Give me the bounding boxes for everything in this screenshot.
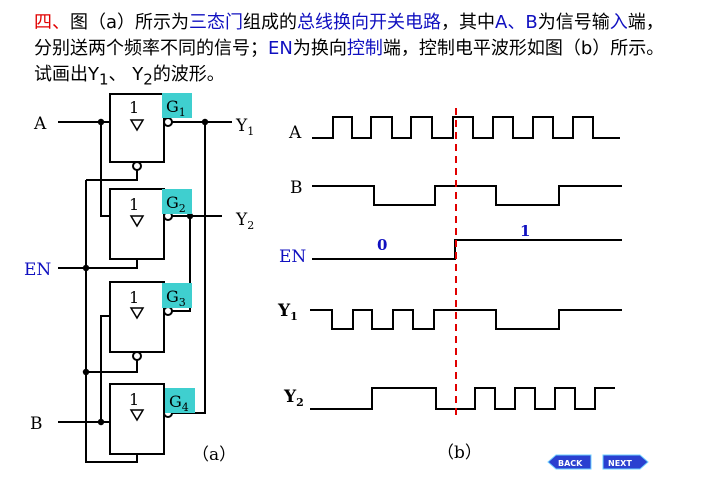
wave-y2-sub: 2 xyxy=(296,396,304,409)
g3-sub: 3 xyxy=(179,296,186,309)
junction-dot xyxy=(82,264,90,272)
y1-sub: 1 xyxy=(247,125,254,138)
output-y1-label: Y1 xyxy=(235,116,254,138)
wave-y1 xyxy=(310,309,622,330)
wire-en-to-g1 xyxy=(86,170,138,181)
junction-dots xyxy=(82,118,209,426)
wire-en-to-g2 xyxy=(86,259,138,269)
question-seg: 、 Y xyxy=(108,64,144,85)
y1-letter: Y xyxy=(235,116,248,136)
g1-tag-bg xyxy=(162,93,192,118)
g4-symbol: 1 xyxy=(129,390,139,409)
junction-dot xyxy=(201,118,209,126)
wave-label-a: A xyxy=(288,123,302,143)
g1-tag: G1 xyxy=(166,97,186,119)
g2-sub: 2 xyxy=(179,202,186,215)
wave-a xyxy=(312,116,620,139)
wave-label-y2: Y2 xyxy=(283,387,304,409)
next-arrow-icon xyxy=(602,454,649,470)
circuit-diagram xyxy=(58,93,232,463)
junction-dot xyxy=(97,418,105,426)
g1-symbol: 1 xyxy=(129,98,139,117)
input-en-label: EN xyxy=(24,260,51,280)
g4-letter: G xyxy=(169,392,182,411)
g4-tag: G4 xyxy=(169,392,189,414)
wire-y1-bus xyxy=(172,122,206,414)
junction-dot xyxy=(82,368,90,376)
g2-buffer-symbol xyxy=(129,215,145,228)
wave-en xyxy=(312,239,622,260)
sub-y2: 2 xyxy=(143,70,153,89)
term-bus-switch-circuit: 总线换向开关电路 xyxy=(297,12,442,33)
back-label: BACK xyxy=(558,459,583,468)
g3-symbol: 1 xyxy=(129,288,139,307)
g1-enable-bubble xyxy=(132,161,142,171)
input-b-label: B xyxy=(30,414,43,434)
g2-symbol: 1 xyxy=(129,195,139,214)
question-text: 四、图（a）所示为三态门组成的总线换向开关电路，其中A、B为信号输入端，分别送两… xyxy=(34,10,674,93)
term-three-state-gate: 三态门 xyxy=(189,12,244,33)
back-arrow-icon xyxy=(547,454,592,470)
y2-sub: 2 xyxy=(247,219,254,232)
g3-tag: G3 xyxy=(166,287,186,309)
g2-tag-bg xyxy=(162,189,192,214)
en-high-label: 1 xyxy=(520,222,530,240)
output-y2-label: Y2 xyxy=(235,210,254,232)
g3-output-bubble xyxy=(163,306,173,316)
g3-letter: G xyxy=(166,287,179,306)
question-seg: 组成的 xyxy=(243,12,298,33)
y2-letter: Y xyxy=(235,210,248,230)
wave-label-en: EN xyxy=(279,247,306,267)
term-en: EN xyxy=(268,38,293,59)
next-label: NEXT xyxy=(608,459,632,468)
question-seg: 端，分别送两个频率不同的信号； xyxy=(34,12,664,59)
caption-a: （a） xyxy=(192,445,236,465)
question-seg: 的波形。 xyxy=(152,64,225,85)
wave-b xyxy=(312,185,622,206)
back-button[interactable]: BACK xyxy=(547,454,592,470)
wire-y2-bus xyxy=(172,216,191,312)
question-seg: 为换向 xyxy=(292,38,347,59)
waveforms xyxy=(310,116,622,410)
g4-tag-bg xyxy=(165,388,195,413)
g3-enable-bubble xyxy=(132,351,142,361)
wave-y1-letter: Y xyxy=(277,301,291,321)
junction-dot xyxy=(186,212,194,220)
question-seg: 端，控制电平波形如图（b）所示。试画出Y xyxy=(34,38,665,85)
wire-a-to-g2 xyxy=(100,122,110,217)
wave-y1-sub: 1 xyxy=(290,310,298,323)
caption-b: （b） xyxy=(437,443,482,463)
question-seg: ，其中 xyxy=(441,12,496,33)
term-input: 入 xyxy=(609,12,628,33)
wave-label-y1: Y1 xyxy=(277,301,298,323)
wave-y2-letter: Y xyxy=(283,387,297,407)
junction-dot xyxy=(97,118,105,126)
g1-buffer-symbol xyxy=(129,119,145,132)
wave-label-b: B xyxy=(290,178,303,198)
g1-output-bubble xyxy=(163,117,173,127)
term-ab: A、B xyxy=(495,12,538,33)
question-seg: 为信号输 xyxy=(537,12,610,33)
question-number: 四、 xyxy=(34,12,70,33)
g1-letter: G xyxy=(166,97,179,116)
g2-letter: G xyxy=(166,193,179,212)
wire-en-bus xyxy=(85,180,138,463)
g3-buffer-symbol xyxy=(129,307,145,320)
en-low-label: 0 xyxy=(377,236,387,254)
question-seg: 图（a）所示为 xyxy=(70,12,190,33)
g1-sub: 1 xyxy=(179,106,186,119)
term-control: 控制 xyxy=(346,38,383,59)
g4-sub: 4 xyxy=(182,401,189,414)
g3-tag-bg xyxy=(162,283,192,308)
next-button[interactable]: NEXT xyxy=(602,454,649,470)
wire-en-to-g3 xyxy=(86,360,138,373)
g4-buffer-symbol xyxy=(129,409,145,422)
wave-y2 xyxy=(310,387,615,410)
g2-tag: G2 xyxy=(166,193,186,215)
wire-b-to-g3 xyxy=(100,315,110,422)
sub-y1: 1 xyxy=(99,70,109,89)
input-a-label: A xyxy=(33,114,47,134)
